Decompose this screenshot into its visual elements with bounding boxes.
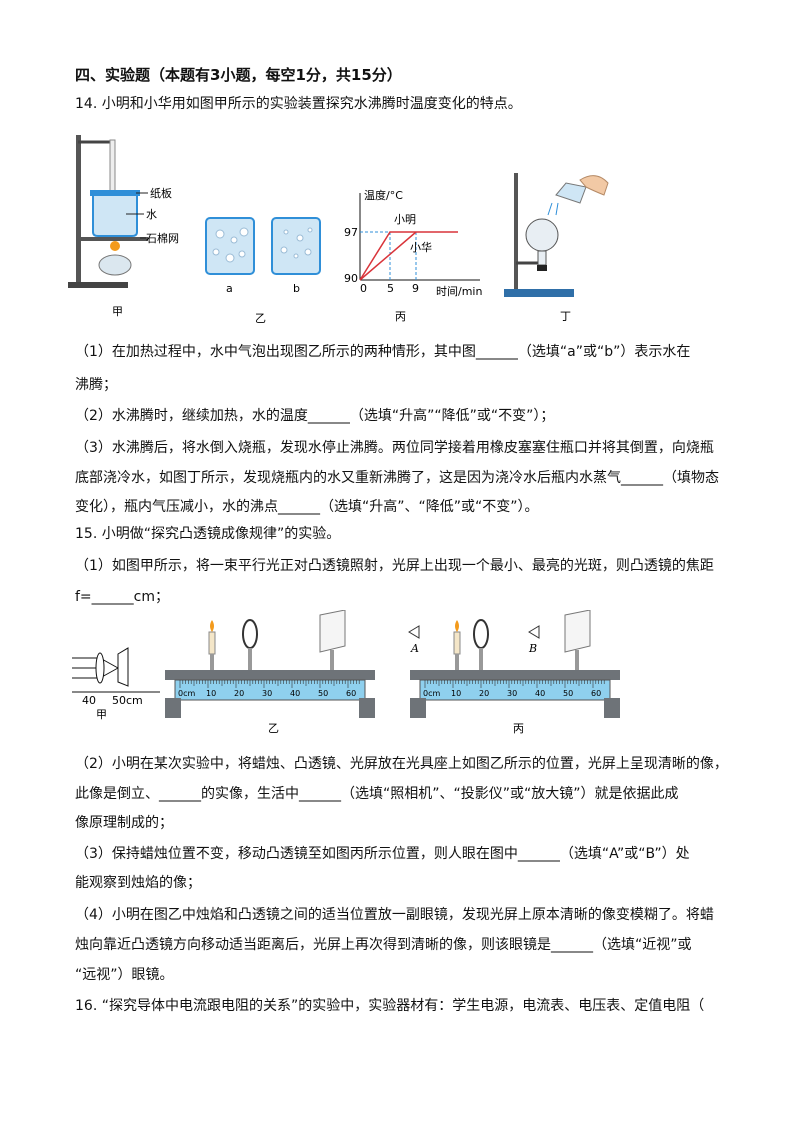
tick-5: 5 — [387, 282, 394, 295]
label-xiaohua: 小华 — [410, 240, 432, 254]
ruler-tick-30: 30 — [507, 689, 517, 698]
label-xiaoming: 小明 — [394, 213, 416, 226]
candle — [208, 631, 216, 655]
tick-0: 0 — [360, 282, 367, 295]
q15-part1-line2: f=______cm； — [75, 589, 169, 605]
label-b: b — [293, 282, 300, 295]
screen — [564, 610, 591, 653]
rubber-stopper — [537, 265, 547, 271]
graph-ylabel: 温度/°C — [364, 188, 403, 202]
caption-bing: 丙 — [513, 722, 524, 735]
label-eye-b: B — [528, 642, 537, 655]
q14-part1-line2: 沸腾； — [75, 377, 117, 393]
q15-part4-line3: “远视”）眼镜。 — [75, 967, 174, 983]
q15-stem: 15. 小明做“探究凸透镜成像规律”的实验。 — [75, 526, 341, 542]
q15-part4-line2: 烛向靠近凸透镜方向移动适当距离后，光屏上再次得到清晰的像，则该眼镜是______… — [75, 937, 692, 953]
series-xiaohua — [359, 231, 417, 281]
q14-stem: 14. 小明和小华用如图甲所示的实验装置探究水沸腾时温度变化的特点。 — [75, 96, 522, 112]
q14-figure-yi: a b 乙 — [205, 217, 321, 325]
ruler-tick-0: 0cm — [423, 689, 440, 698]
label-water: 水 — [146, 208, 157, 221]
ruler-tick-50: 50 — [563, 689, 573, 698]
ruler-tick-40: 40 — [535, 689, 545, 698]
q15-part2-line2: 此像是倒立、______的实像，生活中______（选填“照相机”、“投影仪”或… — [75, 786, 679, 802]
q15-figure-jia: 40 50cm 甲 — [72, 647, 160, 721]
ruler — [419, 679, 611, 701]
light-screen — [117, 647, 129, 687]
stand-base — [504, 289, 574, 297]
caption-jia: 甲 — [112, 305, 123, 318]
q14-part3-line2: 底部浇冷水，如图丁所示，发现烧瓶内的水又重新沸腾了，这是因为浇冷水后瓶内水蒸气_… — [75, 470, 719, 486]
eye-b-icon — [528, 625, 540, 639]
hand — [579, 175, 609, 196]
series-xiaoming — [359, 231, 458, 281]
screen — [319, 610, 346, 653]
q15-figure-bing: 0cm 10 20 30 40 50 60 A B 丙 — [408, 610, 620, 735]
asbestos-net — [78, 237, 148, 241]
eye-a-icon — [408, 625, 420, 639]
caption-yi: 乙 — [268, 722, 279, 735]
q16-stem: 16. “探究导体中电流跟电阻的关系”的实验中，实验器材有：学生电源，电流表、电… — [75, 998, 705, 1014]
flame — [210, 620, 214, 632]
bench-top — [165, 670, 375, 680]
q15-part4-line1: （4）小明在图乙中烛焰和凸透镜之间的适当位置放一副眼镜，发现光屏上原本清晰的像变… — [75, 907, 714, 923]
label-a: a — [226, 282, 233, 295]
caption-bing: 丙 — [395, 310, 406, 323]
q14-part2: （2）水沸腾时，继续加热，水的温度______（选填“升高”“降低”或“不变”）… — [75, 408, 555, 424]
beaker-a — [205, 217, 255, 275]
tick-40: 40 — [82, 694, 96, 707]
ruler-tick-40: 40 — [290, 689, 300, 698]
lens — [473, 619, 489, 649]
caption-yi: 乙 — [255, 312, 266, 325]
q14-part1-line1: （1）在加热过程中，水中气泡出现图乙所示的两种情形，其中图______（选填“a… — [75, 344, 691, 360]
candle — [453, 631, 461, 655]
q15-part3-line1: （3）保持蜡烛位置不变，移动凸透镜至如图丙所示位置，则人眼在图中______（选… — [75, 846, 690, 862]
ruler-tick-20: 20 — [234, 689, 244, 698]
convex-lens — [95, 652, 105, 684]
q15-part1-line1: （1）如图甲所示，将一束平行光正对凸透镜照射，光屏上出现一个最小、最亮的光斑，则… — [75, 558, 714, 574]
flame — [455, 620, 459, 632]
caption-ding: 丁 — [560, 310, 571, 323]
label-paper-board: 纸板 — [150, 186, 172, 200]
tick-50cm: 50cm — [112, 694, 143, 707]
ruler-tick-30: 30 — [262, 689, 272, 698]
q14-figure-jia: 纸板 水 石棉网 甲 — [68, 135, 179, 318]
q14-figure-bing: 温度/°C 时间/min 97 90 0 5 9 小明 小华 丙 — [344, 188, 482, 323]
ruler-tick-0: 0cm — [178, 689, 195, 698]
tick-90: 90 — [344, 272, 358, 285]
tick-9: 9 — [412, 282, 419, 295]
flask — [525, 218, 559, 252]
paper-board — [90, 190, 140, 196]
ruler-tick-20: 20 — [479, 689, 489, 698]
q14-part3-line1: （3）水沸腾后，将水倒入烧瓶，发现水停止沸腾。两位同学接着用橡皮塞塞住瓶口并将其… — [75, 440, 714, 456]
ruler-tick-60: 60 — [591, 689, 601, 698]
ruler-tick-10: 10 — [451, 689, 461, 698]
label-asbestos-net: 石棉网 — [146, 231, 179, 245]
ruler-tick-60: 60 — [346, 689, 356, 698]
label-eye-a: A — [410, 642, 419, 655]
q15-figure-yi: 0cm 10 20 30 40 50 60 乙 — [165, 610, 375, 735]
q14-figure-ding: 丁 — [504, 173, 609, 323]
lens — [242, 619, 258, 649]
ruler — [174, 679, 366, 701]
q14-part3-line3: 变化），瓶内气压减小，水的沸点______（选填“升高”、“降低”或“不变”）。 — [75, 499, 539, 515]
beaker — [92, 196, 138, 237]
stand-rod — [76, 135, 81, 285]
bench-top — [410, 670, 620, 680]
graph-xlabel: 时间/min — [436, 285, 482, 298]
ruler-tick-10: 10 — [206, 689, 216, 698]
ruler-tick-50: 50 — [318, 689, 328, 698]
q15-part2-line3: 像原理制成的； — [75, 815, 173, 831]
alcohol-lamp — [98, 254, 132, 276]
beaker-b — [271, 217, 321, 275]
q15-part2-line1: （2）小明在某次实验中，将蜡烛、凸透镜、光屏放在光具座上如图乙所示的位置，光屏上… — [75, 756, 728, 772]
tick-97: 97 — [344, 226, 358, 239]
stand-base — [68, 282, 128, 288]
section-title: 四、实验题（本题有3小题，每空1分，共15分） — [75, 66, 402, 84]
caption-jia: 甲 — [96, 708, 107, 721]
pouring-beaker — [555, 182, 587, 204]
q15-part3-line2: 能观察到烛焰的像； — [75, 875, 201, 891]
